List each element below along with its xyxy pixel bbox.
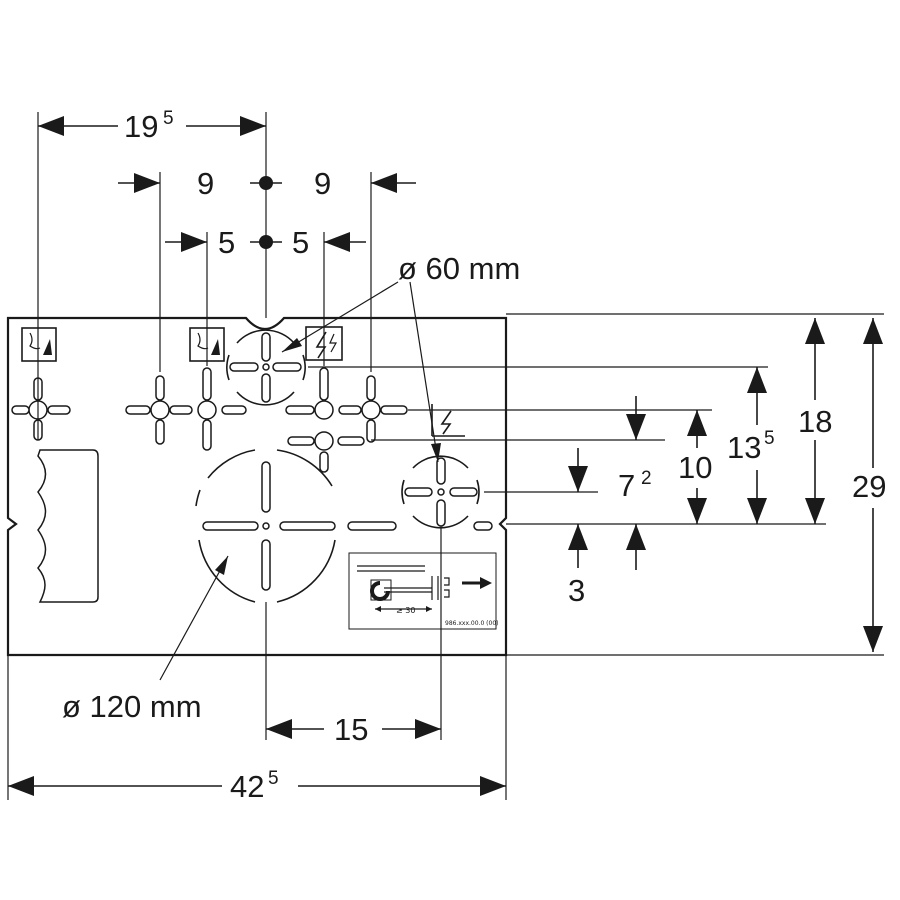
label-part-number: 986.xxx.00.0 (00)	[445, 620, 499, 627]
dim-42-5-label: 42	[230, 769, 264, 804]
extension-lines	[7, 112, 884, 800]
dim-9-9	[118, 173, 416, 193]
dim-10-label: 10	[678, 450, 712, 485]
dim-10	[687, 410, 707, 524]
dim-13-5	[747, 367, 767, 524]
dim-3	[568, 524, 646, 570]
leader-60mm	[281, 281, 441, 463]
dim-15-label: 15	[334, 712, 368, 747]
dim-5-left-label: 5	[218, 225, 235, 260]
hole-120mm	[195, 449, 493, 603]
mounting-point-b	[197, 367, 247, 451]
dim-19-5-sup: 5	[163, 108, 174, 129]
dim-29	[863, 318, 883, 652]
dim-29-label: 29	[852, 469, 886, 504]
hole-60mm-top	[226, 329, 306, 406]
knob-cutout	[37, 449, 99, 603]
dim-3-label: 3	[568, 573, 585, 608]
label-measure-text: ≥ 30	[396, 606, 415, 615]
dim-9-left-label: 9	[197, 166, 214, 201]
dim-7-2-sup: 2	[641, 468, 652, 489]
dim-42-5	[8, 776, 506, 796]
dim-42-5-sup: 5	[268, 768, 279, 789]
dim-13-5-label: 13	[727, 430, 761, 465]
dim-diam-60-label: ø 60 mm	[398, 251, 520, 286]
label-plate: ≥ 30 986.xxx.00.0 (00)	[348, 552, 499, 630]
hole-60mm-right	[401, 455, 480, 529]
dim-13-5-sup: 5	[764, 428, 775, 449]
dim-18	[805, 318, 825, 524]
dim-5-right-label: 5	[292, 225, 309, 260]
dim-19-5-label: 19	[124, 109, 158, 144]
dim-7-2	[568, 396, 646, 492]
dim-5-5	[165, 232, 366, 252]
dim-15	[266, 719, 441, 739]
arrow-right-icon	[480, 577, 492, 589]
dim-diam-120-label: ø 120 mm	[62, 689, 202, 724]
mounting-point-d	[338, 375, 408, 443]
dim-18-label: 18	[798, 404, 832, 439]
mounting-point-a	[125, 375, 193, 445]
leader-120mm	[159, 555, 229, 681]
dim-19-5	[38, 116, 266, 136]
mounting-point-c	[285, 367, 365, 473]
dim-7-2-label: 7	[618, 468, 635, 503]
dim-9-right-label: 9	[314, 166, 331, 201]
